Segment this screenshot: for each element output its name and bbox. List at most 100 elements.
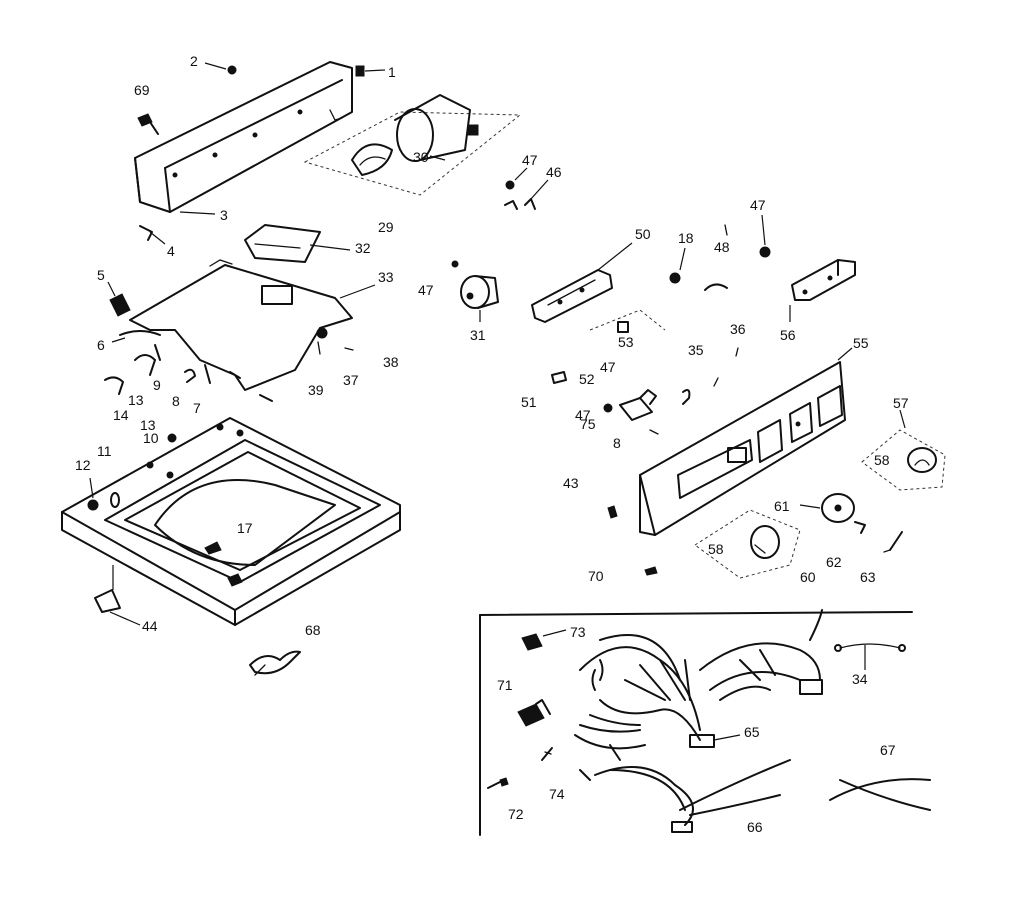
label-47-c: 47: [600, 359, 616, 375]
knob-61: [799, 493, 855, 523]
part-73: [521, 629, 567, 651]
label-58: 58: [874, 452, 890, 468]
label-53: 53: [618, 334, 634, 350]
label-69: 69: [134, 82, 150, 98]
label-55: 55: [853, 335, 869, 351]
part-18: [669, 247, 686, 284]
label-38: 38: [383, 354, 399, 370]
label-39: 39: [308, 382, 324, 398]
label-62: 62: [826, 554, 842, 570]
label-4: 4: [167, 243, 175, 259]
part-29-32: [244, 224, 351, 263]
part-34: [834, 643, 906, 670]
label-18: 18: [678, 230, 694, 246]
label-36: 36: [730, 321, 746, 337]
label-47: 47: [522, 152, 538, 168]
knob-group-57: [861, 409, 946, 491]
label-70: 70: [588, 568, 604, 584]
label-50: 50: [635, 226, 651, 242]
base-plate-33: [129, 259, 376, 391]
part-63: [883, 531, 903, 553]
label-47-b: 47: [418, 282, 434, 298]
part-47a: [505, 167, 528, 190]
part-48: [704, 224, 728, 291]
label-34: 34: [852, 671, 868, 687]
label-65: 65: [744, 724, 760, 740]
part-4: [139, 225, 166, 245]
label-1: 1: [388, 64, 396, 80]
label-10: 10: [143, 430, 159, 446]
label-60: 60: [800, 569, 816, 585]
part-6: [111, 330, 161, 343]
label-33: 33: [378, 269, 394, 285]
label-43: 43: [563, 475, 579, 491]
part-68: [249, 650, 301, 676]
part-53: [589, 309, 666, 333]
label-13-b: 13: [140, 417, 156, 433]
harness-65: [574, 609, 823, 750]
label-14: 14: [113, 407, 129, 423]
label-17: 17: [237, 520, 253, 536]
part-1: [355, 65, 386, 77]
label-72: 72: [508, 806, 524, 822]
label-58-b: 58: [708, 541, 724, 557]
part-71: [517, 699, 551, 727]
timer-30: [303, 94, 522, 196]
part-74: [541, 747, 553, 761]
label-57: 57: [893, 395, 909, 411]
part-52: [551, 371, 567, 384]
part-72: [487, 777, 509, 789]
label-30: 30: [413, 149, 429, 165]
part-38: [344, 347, 354, 351]
part-70: [644, 566, 658, 576]
screw-69: [137, 113, 159, 135]
part-62: [854, 521, 866, 534]
part-47c: [759, 214, 771, 258]
label-5: 5: [97, 267, 105, 283]
part-3: [179, 211, 216, 215]
label-8: 8: [172, 393, 180, 409]
bracket-56: [789, 259, 856, 322]
label-7: 7: [193, 400, 201, 416]
label-44: 44: [142, 618, 158, 634]
label-12: 12: [75, 457, 91, 473]
part-2: [204, 62, 237, 75]
part-7-8-9-13-14: [104, 344, 273, 402]
label-46: 46: [546, 164, 562, 180]
part-46: [504, 179, 549, 210]
part-labels: 1 2 3 4 5 6 7 8 8 9 10 11 12 13 13 14 17…: [75, 53, 909, 835]
part-67: [829, 778, 931, 811]
label-66: 66: [747, 819, 763, 835]
label-67: 67: [880, 742, 896, 758]
label-8-b: 8: [613, 435, 621, 451]
part-47b: [451, 260, 459, 268]
part-5: [107, 281, 131, 317]
label-74: 74: [549, 786, 565, 802]
harness-66: [579, 744, 791, 833]
label-73: 73: [570, 624, 586, 640]
control-panel-55: [639, 347, 853, 536]
label-9: 9: [153, 377, 161, 393]
label-29: 29: [378, 219, 394, 235]
label-3: 3: [220, 207, 228, 223]
label-47-e: 47: [575, 407, 591, 423]
part-39: [317, 341, 321, 355]
label-75: 75: [580, 416, 596, 432]
label-47-d: 47: [750, 197, 766, 213]
label-52: 52: [579, 371, 595, 387]
part-12: [87, 477, 99, 511]
label-11: 11: [97, 443, 112, 459]
part-10: [167, 433, 177, 443]
label-31: 31: [470, 327, 486, 343]
label-61: 61: [774, 498, 790, 514]
label-37: 37: [343, 372, 359, 388]
part-37: [316, 327, 328, 339]
label-2: 2: [190, 53, 198, 69]
label-63: 63: [860, 569, 876, 585]
timer-motor-31: [460, 275, 499, 322]
label-71: 71: [497, 677, 513, 693]
label-35: 35: [688, 342, 704, 358]
label-6: 6: [97, 337, 105, 353]
part-35-36: [682, 347, 739, 405]
switch-75: [603, 389, 659, 435]
